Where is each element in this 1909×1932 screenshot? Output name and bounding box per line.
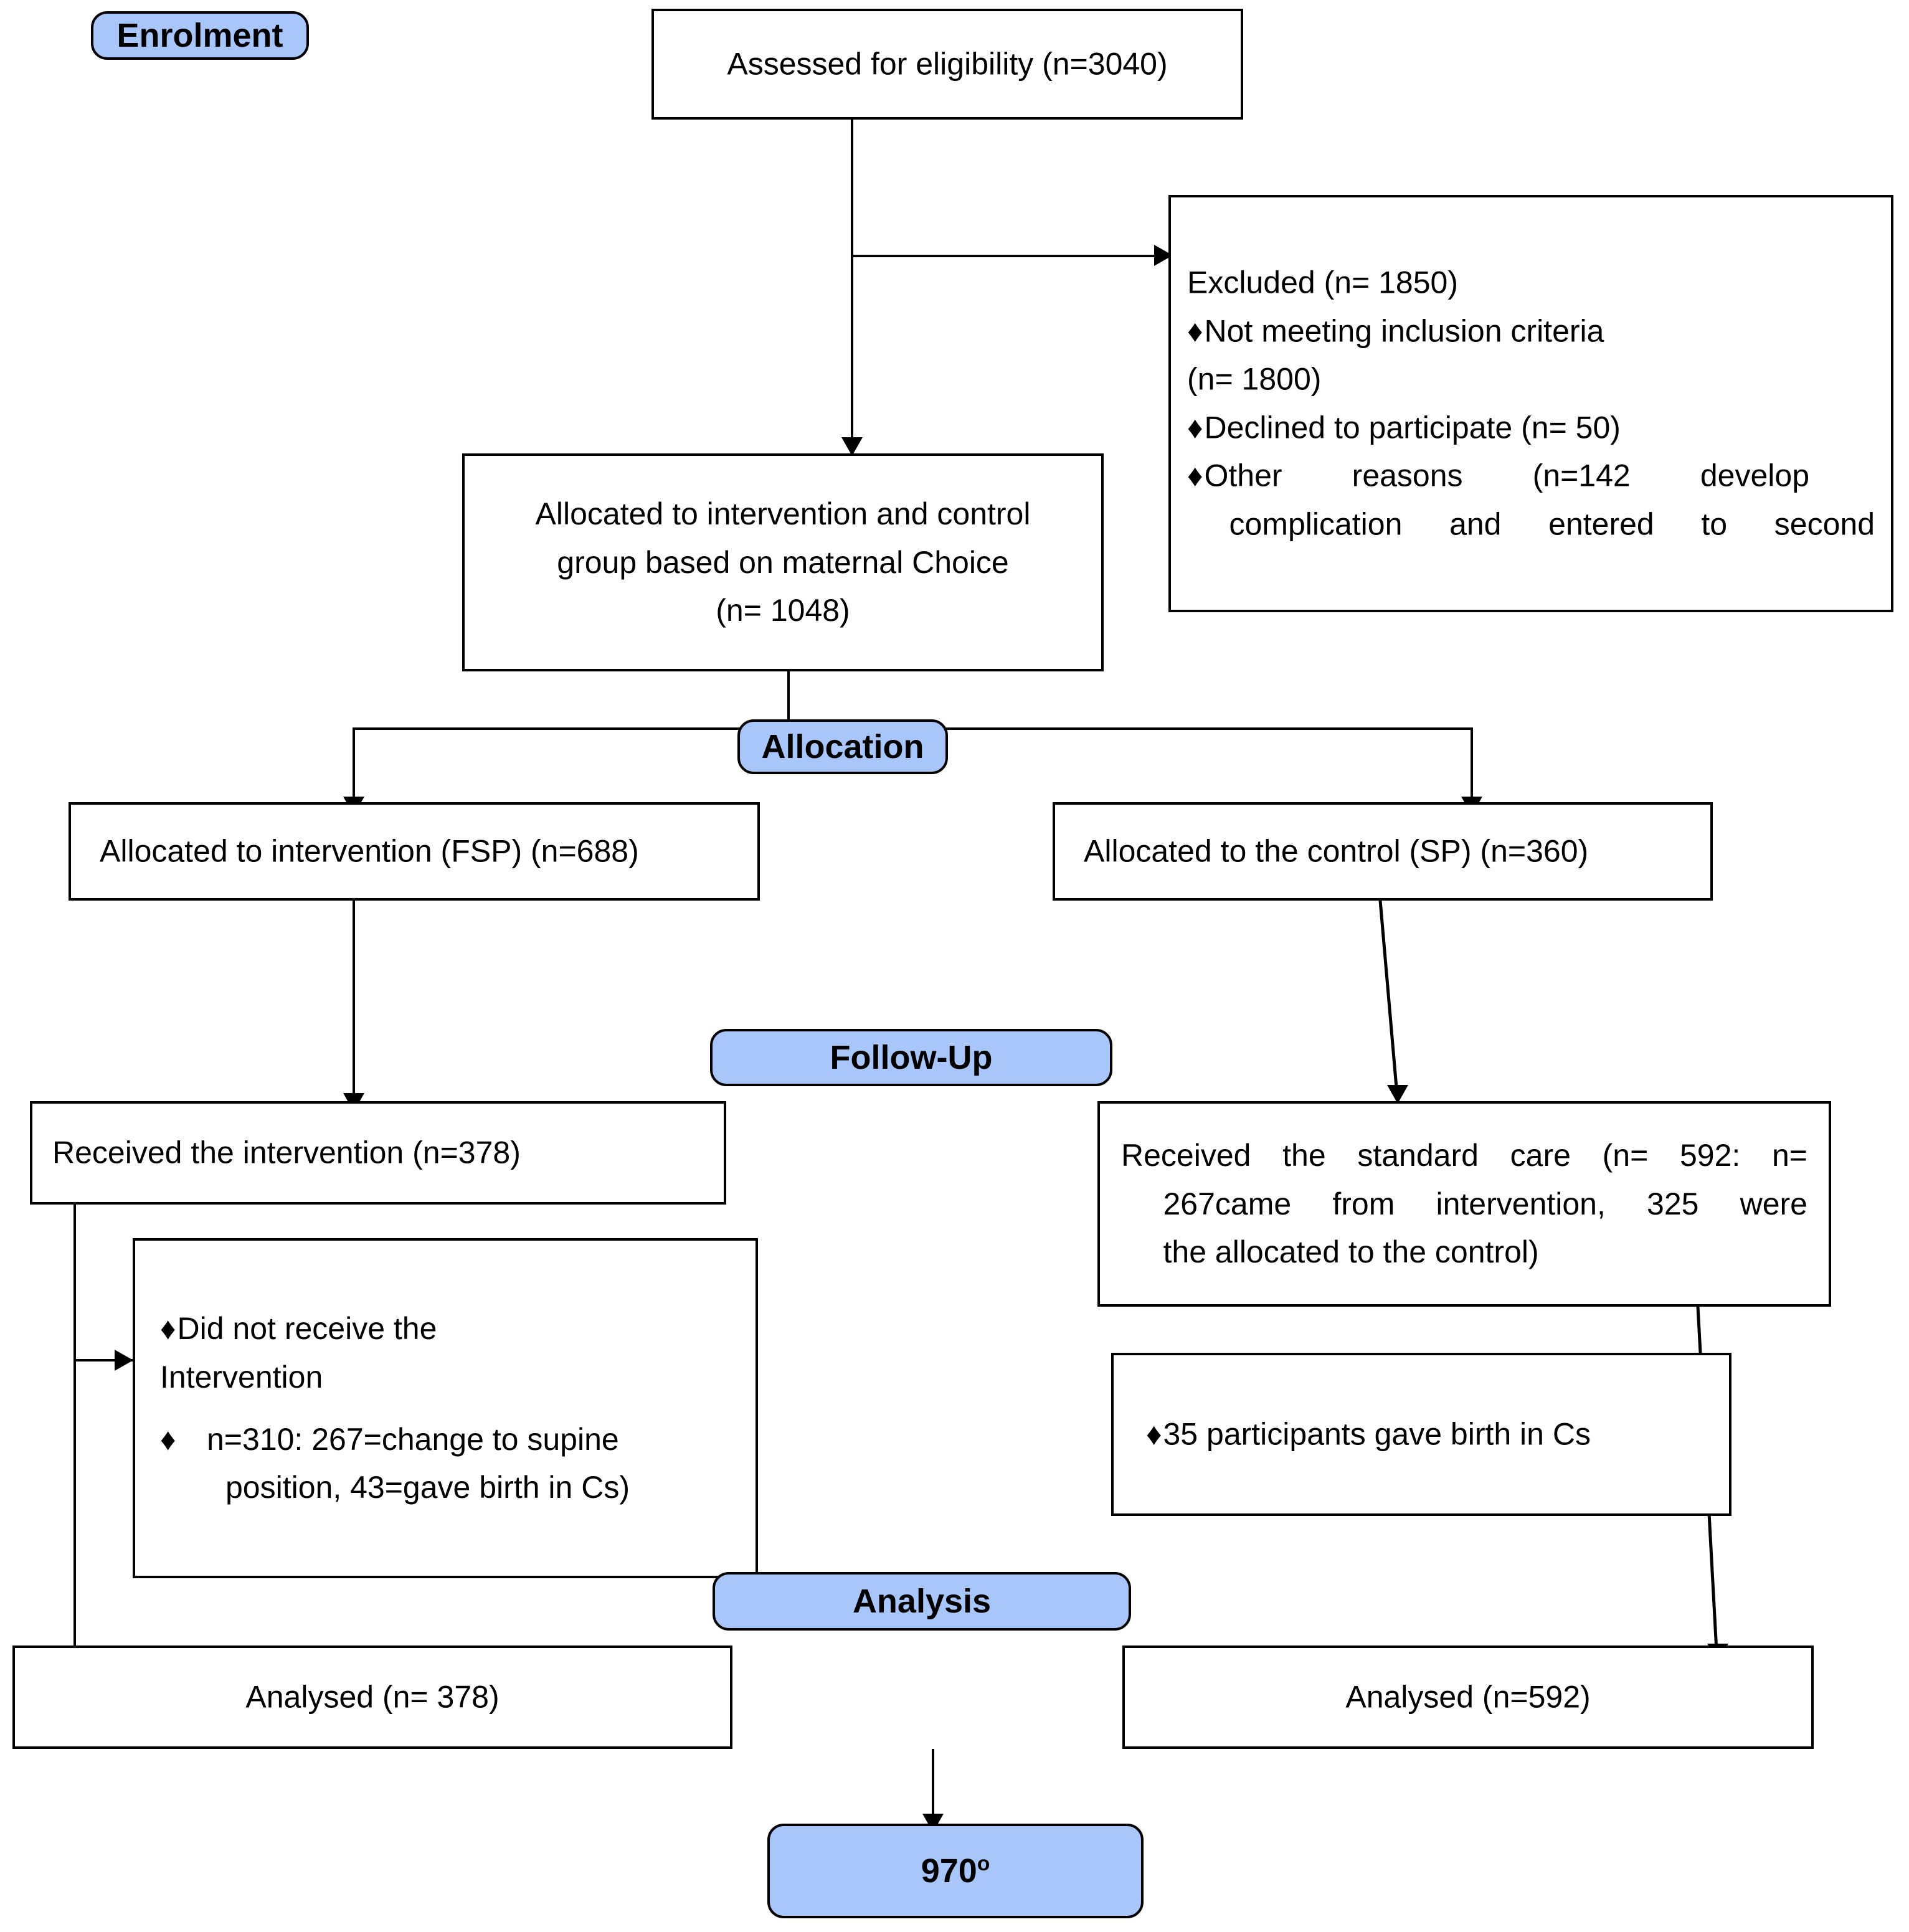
diamond-bullet-icon: ♦ [160,1310,176,1346]
analysed-intervention-text: Analysed (n= 378) [245,1679,500,1715]
diamond-bullet-icon: ♦ [1187,410,1203,445]
connector-analysis-to-total [932,1749,934,1819]
connector-allocated-stub [787,671,790,729]
control-cs-text: 35 participants gave birth in Cs [1163,1416,1591,1452]
connector-allocated-drop-right [1471,727,1473,801]
stage-label-enrolment: Enrolment [116,17,283,54]
stage-label-analysis: Analysis [852,1583,992,1620]
connector-control-down-slanted [1378,901,1398,1088]
diamond-bullet-icon: ♦ [1187,313,1203,348]
stage-pill-enrolment: Enrolment [91,11,309,60]
connector-intervention-down [353,901,355,1097]
spacer [160,1401,731,1416]
stage-pill-analysis: Analysis [713,1572,1131,1631]
stage-pill-total: 970o [767,1824,1144,1918]
excluded-item-1-line1: ♦Declined to participate (n= 50) [1187,404,1875,452]
diamond-bullet-icon: ♦ [1187,458,1203,493]
stage-label-followup: Follow-Up [830,1039,993,1076]
node-control-gave-birth-cs: ♦35 participants gave birth in Cs [1111,1353,1731,1516]
node-received-standard: Received the standard care (n= 592: n= 2… [1097,1101,1831,1307]
node-analysed-control: Analysed (n=592) [1122,1646,1814,1749]
total-superscript: o [977,1852,990,1875]
connector-allocated-bus-right [787,727,1473,730]
received-standard-line1: Received the standard care (n= 592: n= [1121,1137,1807,1173]
connector-allocated-bus-left [353,727,789,730]
allocated-all-line3: (n= 1048) [716,592,850,628]
node-excluded: Excluded (n= 1850) ♦Not meeting inclusio… [1168,195,1893,612]
connector-assessed-to-excluded [851,255,1160,257]
total-label: 970o [921,1852,990,1890]
excluded-item-2-line1: ♦Other reasons (n=142 develop [1187,452,1875,501]
not-received-item-1-line1: ♦n=310: 267=change to supine [160,1415,731,1464]
allocated-all-line2: group based on maternal Choice [557,544,1009,580]
not-received-item-0-line2: Intervention [160,1359,323,1395]
diamond-bullet-icon: ♦ [160,1421,176,1457]
connector-assessed-trunk [851,120,853,442]
stage-pill-allocation: Allocation [737,719,948,774]
node-allocated-control: Allocated to the control (SP) (n=360) [1053,802,1713,901]
node-allocated-all: Allocated to intervention and control gr… [462,453,1104,671]
control-cs-bullet: ♦ [1146,1416,1162,1452]
node-allocated-intervention: Allocated to intervention (FSP) (n=688) [69,802,760,901]
excluded-heading: Excluded (n= 1850) [1187,265,1459,300]
received-standard-line3: the allocated to the control) [1163,1234,1539,1269]
allocated-control-text: Allocated to the control (SP) (n=360) [1084,833,1589,869]
node-assessed-for-eligibility: Assessed for eligibility (n=3040) [651,9,1243,120]
node-did-not-receive-intervention: ♦Did not receive the Intervention ♦n=310… [133,1238,758,1578]
excluded-item-0-line1: ♦Not meeting inclusion criteria [1187,307,1875,356]
arrow-to-not-received [115,1350,133,1371]
assessed-text: Assessed for eligibility (n=3040) [727,46,1168,82]
excluded-item-0-line2: (n= 1800) [1187,361,1322,397]
not-received-item-1-line2: position, 43=gave birth in Cs) [225,1469,630,1505]
arrow-assessed-to-allocated [841,437,863,456]
stage-label-allocation: Allocation [761,728,924,765]
allocated-intervention-text: Allocated to intervention (FSP) (n=688) [100,833,639,869]
analysed-control-text: Analysed (n=592) [1345,1679,1591,1715]
excluded-item-2-line2: complication and entered to second [1229,506,1875,541]
not-received-item-0-line1: ♦Did not receive the [160,1305,731,1353]
received-standard-line2: 267came from intervention, 325 were [1163,1186,1808,1221]
connector-to-not-received [73,1359,133,1361]
connector-received-intervention-down [73,1205,76,1654]
arrow-to-received-standard [1387,1085,1408,1104]
connector-allocated-drop-left [353,727,355,801]
stage-pill-followup: Follow-Up [710,1029,1112,1086]
received-intervention-text: Received the intervention (n=378) [52,1135,521,1170]
node-received-intervention: Received the intervention (n=378) [30,1101,726,1205]
allocated-all-line1: Allocated to intervention and control [535,496,1031,531]
total-value: 970 [921,1852,977,1890]
node-analysed-intervention: Analysed (n= 378) [12,1646,732,1749]
